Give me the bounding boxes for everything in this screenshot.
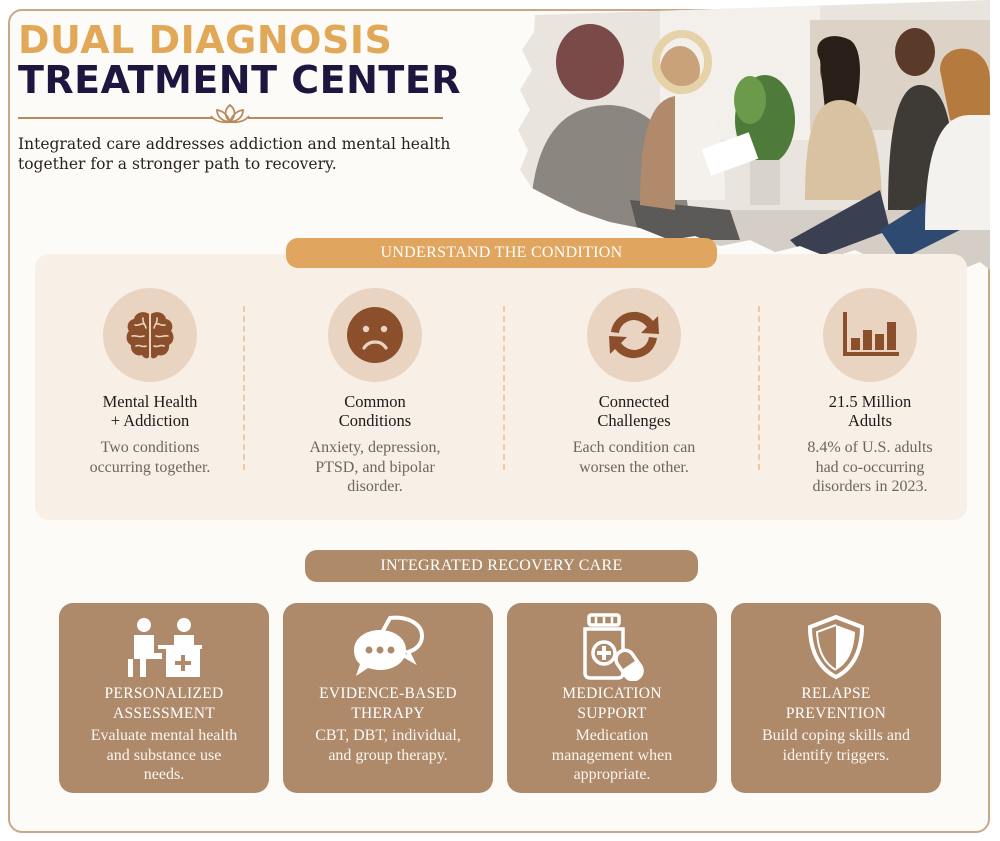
sad-face-icon (347, 307, 403, 363)
understand-panel (35, 254, 967, 520)
care-card-medication: MEDICATION SUPPORT Medication management… (507, 603, 717, 793)
condition-item-common: Common Conditions Anxiety, depression, P… (270, 288, 480, 497)
care-card-assessment: PERSONALIZED ASSESSMENT Evaluate mental … (59, 603, 269, 793)
intro-text: Integrated care addresses addiction and … (18, 135, 451, 173)
dashed-divider (503, 306, 505, 470)
shield-icon (807, 614, 865, 680)
condition-item-connected: Connected Challenges Each condition can … (529, 288, 739, 477)
medication-icon (583, 613, 644, 681)
dashed-divider (758, 306, 760, 470)
brain-icon (126, 312, 174, 359)
consultation-icon (128, 618, 202, 677)
chat-bubbles-icon (354, 615, 425, 676)
bar-chart-icon (843, 312, 899, 356)
group-therapy-photo (518, 0, 990, 270)
cycle-arrows-icon (609, 311, 659, 359)
care-card-desc: Medication management when appropriate. (551, 727, 673, 783)
care-card-relapse: RELAPSE PREVENTION Build coping skills a… (731, 603, 941, 793)
condition-title: 21.5 Million Adults (828, 392, 912, 430)
condition-desc: 8.4% of U.S. adults had co-occurring dis… (807, 439, 933, 495)
care-card-desc: CBT, DBT, individual, and group therapy. (315, 727, 461, 764)
condition-title: Connected Challenges (597, 392, 671, 430)
care-card-title: PERSONALIZED ASSESSMENT (104, 685, 224, 722)
care-card-title: EVIDENCE-BASED THERAPY (319, 685, 457, 722)
title-line-2: TREATMENT CENTER (18, 58, 462, 102)
lotus-divider (18, 104, 443, 124)
cycle-icon-circle (587, 288, 681, 382)
care-card-title: MEDICATION SUPPORT (562, 685, 662, 722)
lotus-icon (210, 104, 250, 124)
condition-desc: Anxiety, depression, PTSD, and bipolar d… (309, 439, 441, 495)
condition-desc: Two conditions occurring together. (89, 439, 211, 476)
bar-chart-icon-circle (823, 288, 917, 382)
condition-desc: Each condition can worsen the other. (572, 439, 696, 476)
care-card-desc: Build coping skills and identify trigger… (762, 727, 910, 764)
condition-title: Common Conditions (338, 392, 412, 430)
care-card-therapy: EVIDENCE-BASED THERAPY CBT, DBT, individ… (283, 603, 493, 793)
condition-item-statistic: 21.5 Million Adults 8.4% of U.S. adults … (765, 288, 975, 497)
understand-heading: UNDERSTAND THE CONDITION (286, 238, 717, 268)
care-heading: INTEGRATED RECOVERY CARE (305, 550, 698, 582)
brain-icon-circle (103, 288, 197, 382)
care-card-title: RELAPSE PREVENTION (785, 685, 887, 722)
dashed-divider (243, 306, 245, 470)
care-card-desc: Evaluate mental health and substance use… (90, 727, 238, 783)
title-line-1: DUAL DIAGNOSIS (18, 18, 393, 62)
condition-title: Mental Health + Addiction (102, 392, 198, 430)
condition-item-mental-health: Mental Health + Addiction Two conditions… (45, 288, 255, 477)
sad-face-icon-circle (328, 288, 422, 382)
